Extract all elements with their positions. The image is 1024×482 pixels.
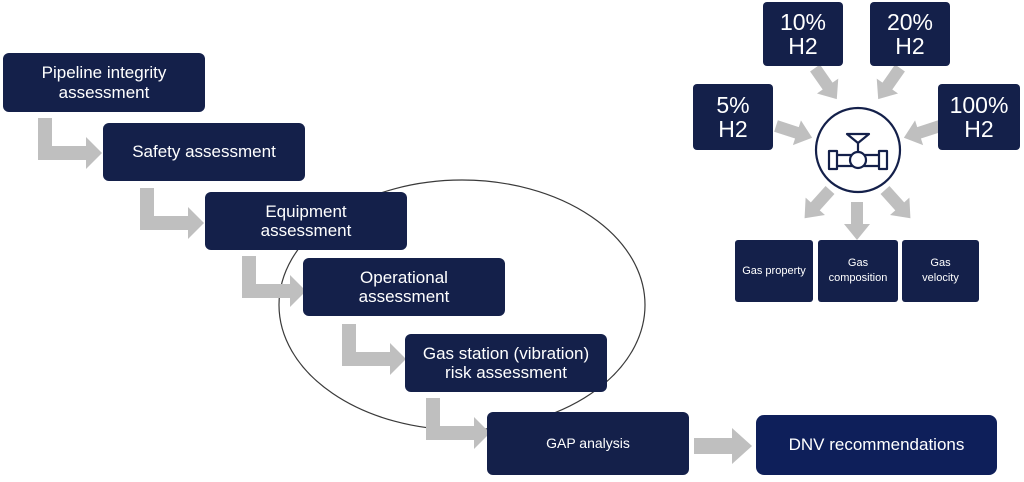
arrow-gas-property: [804, 185, 835, 219]
step-equipment-assessment: Equipment assessment: [205, 192, 407, 250]
h2-5-percent: 5% H2: [693, 84, 773, 150]
elbow-arrow-4: [342, 324, 406, 375]
output-gas-property: Gas property: [735, 240, 813, 302]
valve-icon: [827, 132, 889, 171]
output-gas-velocity: Gas velocity: [902, 240, 979, 302]
h2-20-percent: 20% H2: [870, 2, 950, 66]
h2-10-percent: 10% H2: [763, 2, 843, 66]
step-gas-station-risk: Gas station (vibration) risk assessment: [405, 334, 607, 392]
arrow-gas-velocity: [880, 185, 911, 219]
arrow-to-recommendations: [694, 428, 752, 464]
elbow-arrow-2: [140, 188, 204, 239]
arrow-100pct: [903, 120, 942, 146]
step-safety-assessment: Safety assessment: [103, 123, 305, 181]
elbow-arrow-3: [242, 256, 306, 307]
h2-100-percent: 100% H2: [938, 84, 1020, 150]
arrow-5pct: [774, 120, 813, 146]
output-arrows: [804, 185, 911, 240]
step-operational-assessment: Operational assessment: [303, 258, 505, 316]
step-pipeline-integrity: Pipeline integrity assessment: [3, 53, 205, 112]
output-gas-composition: Gas composition: [818, 240, 898, 302]
elbow-arrow-1: [38, 118, 102, 169]
elbow-arrows: [38, 118, 752, 464]
dnv-recommendations: DNV recommendations: [756, 415, 997, 475]
arrow-20pct: [876, 64, 905, 100]
elbow-arrow-5: [426, 398, 490, 449]
arrow-gas-composition: [844, 202, 870, 240]
hydrogen-arrows: [774, 64, 942, 146]
step-gap-analysis: GAP analysis: [487, 412, 689, 475]
arrow-10pct: [810, 64, 839, 100]
